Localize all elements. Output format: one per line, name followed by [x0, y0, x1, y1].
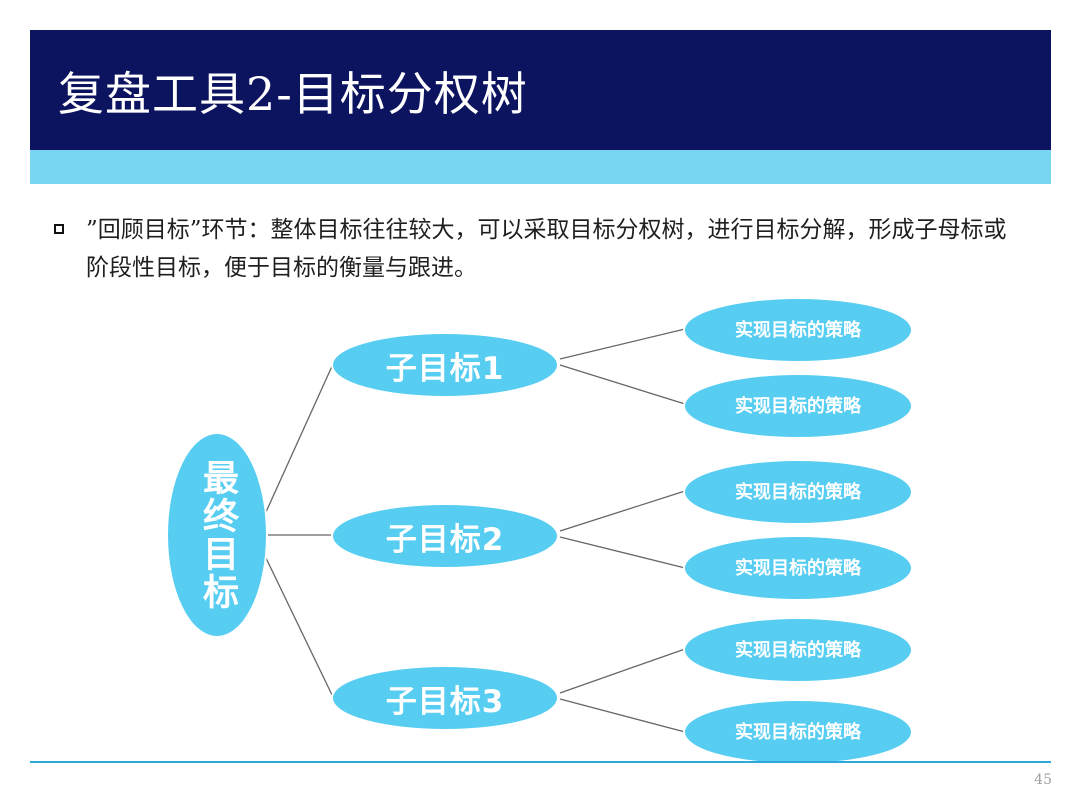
- sub-goal-node: 子目标2: [331, 503, 559, 569]
- connector-sub1-leaf2: [559, 364, 686, 405]
- accent-band: [30, 150, 1051, 184]
- page-number: 45: [1034, 772, 1052, 788]
- title-bar: 复盘工具2-目标分权树: [30, 30, 1051, 150]
- bullet-text: ”回顾目标”环节：整体目标往往较大，可以采取目标分权树，进行目标分解，形成子母标…: [86, 217, 1007, 281]
- square-bullet-icon: [54, 224, 64, 234]
- connector-sub3-leaf1: [559, 648, 686, 694]
- strategy-node: 实现目标的策略: [683, 617, 913, 683]
- page-title: 复盘工具2-目标分权树: [58, 67, 528, 121]
- bullet-point: ”回顾目标”环节：整体目标往往较大，可以采取目标分权树，进行目标分解，形成子母标…: [54, 211, 1024, 287]
- strategy-node: 实现目标的策略: [683, 459, 913, 525]
- connector-sub2-leaf2: [559, 536, 686, 569]
- connector-sub3-leaf2: [559, 698, 686, 733]
- connector-sub1-leaf1: [559, 328, 686, 360]
- connector-root-sub3: [265, 557, 334, 698]
- connector-root-sub1: [265, 363, 334, 513]
- strategy-node: 实现目标的策略: [683, 535, 913, 601]
- sub-goal-node: 子目标1: [331, 332, 559, 398]
- connector-sub2-leaf1: [559, 490, 686, 532]
- sub-goal-node: 子目标3: [331, 665, 559, 731]
- strategy-node: 实现目标的策略: [683, 373, 913, 439]
- strategy-node: 实现目标的策略: [683, 699, 913, 765]
- strategy-node: 实现目标的策略: [683, 297, 913, 363]
- footer-rule: [30, 761, 1051, 763]
- root-goal-node: 最终目标: [166, 432, 268, 638]
